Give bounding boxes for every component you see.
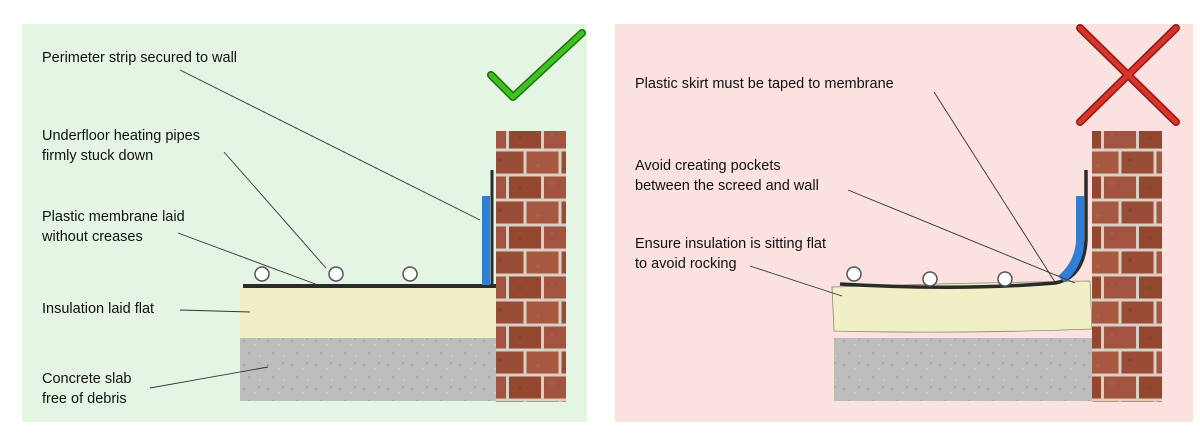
label-insulation-line2: to avoid rocking xyxy=(635,256,737,272)
heating-pipe xyxy=(922,271,938,287)
heating-pipe xyxy=(328,266,344,282)
label-slab-line2: free of debris xyxy=(42,391,127,407)
label-heating-pipes-line1: Underfloor heating pipes xyxy=(42,128,200,144)
label-insulation: Insulation laid flat xyxy=(42,301,155,317)
brick-wall xyxy=(496,131,566,402)
correct-cross-section xyxy=(240,131,566,402)
correct-leader-lines xyxy=(149,69,481,389)
wrong-cross-section xyxy=(831,131,1162,402)
label-membrane-line2: without creases xyxy=(42,229,143,245)
plastic-skirt xyxy=(1058,196,1084,282)
concrete-slab xyxy=(240,338,496,401)
heating-pipe xyxy=(402,266,418,282)
label-heating-pipes-line2: firmly stuck down xyxy=(42,148,154,164)
brick-wall xyxy=(1092,131,1162,402)
heating-pipe xyxy=(997,271,1013,287)
label-skirt: Plastic skirt must be taped to membrane xyxy=(635,76,894,92)
label-slab-line1: Concrete slab xyxy=(42,371,132,387)
label-membrane-line1: Plastic membrane laid xyxy=(42,209,185,225)
label-pockets-line2: between the screed and wall xyxy=(635,178,819,194)
concrete-slab xyxy=(834,338,1092,401)
cross-icon xyxy=(1076,24,1180,126)
checkmark-icon-inner xyxy=(488,30,585,100)
label-perimeter-strip: Perimeter strip secured to wall xyxy=(42,50,238,66)
heating-pipe xyxy=(254,266,270,282)
heating-pipe xyxy=(846,266,862,282)
label-pockets-line1: Avoid creating pockets xyxy=(635,158,781,174)
perimeter-strip xyxy=(482,196,490,285)
insulation-board xyxy=(240,287,496,338)
wrong-leader-lines xyxy=(749,91,1076,297)
label-insulation-line1: Ensure insulation is sitting flat xyxy=(635,236,827,252)
membrane-bowed xyxy=(839,170,1088,290)
